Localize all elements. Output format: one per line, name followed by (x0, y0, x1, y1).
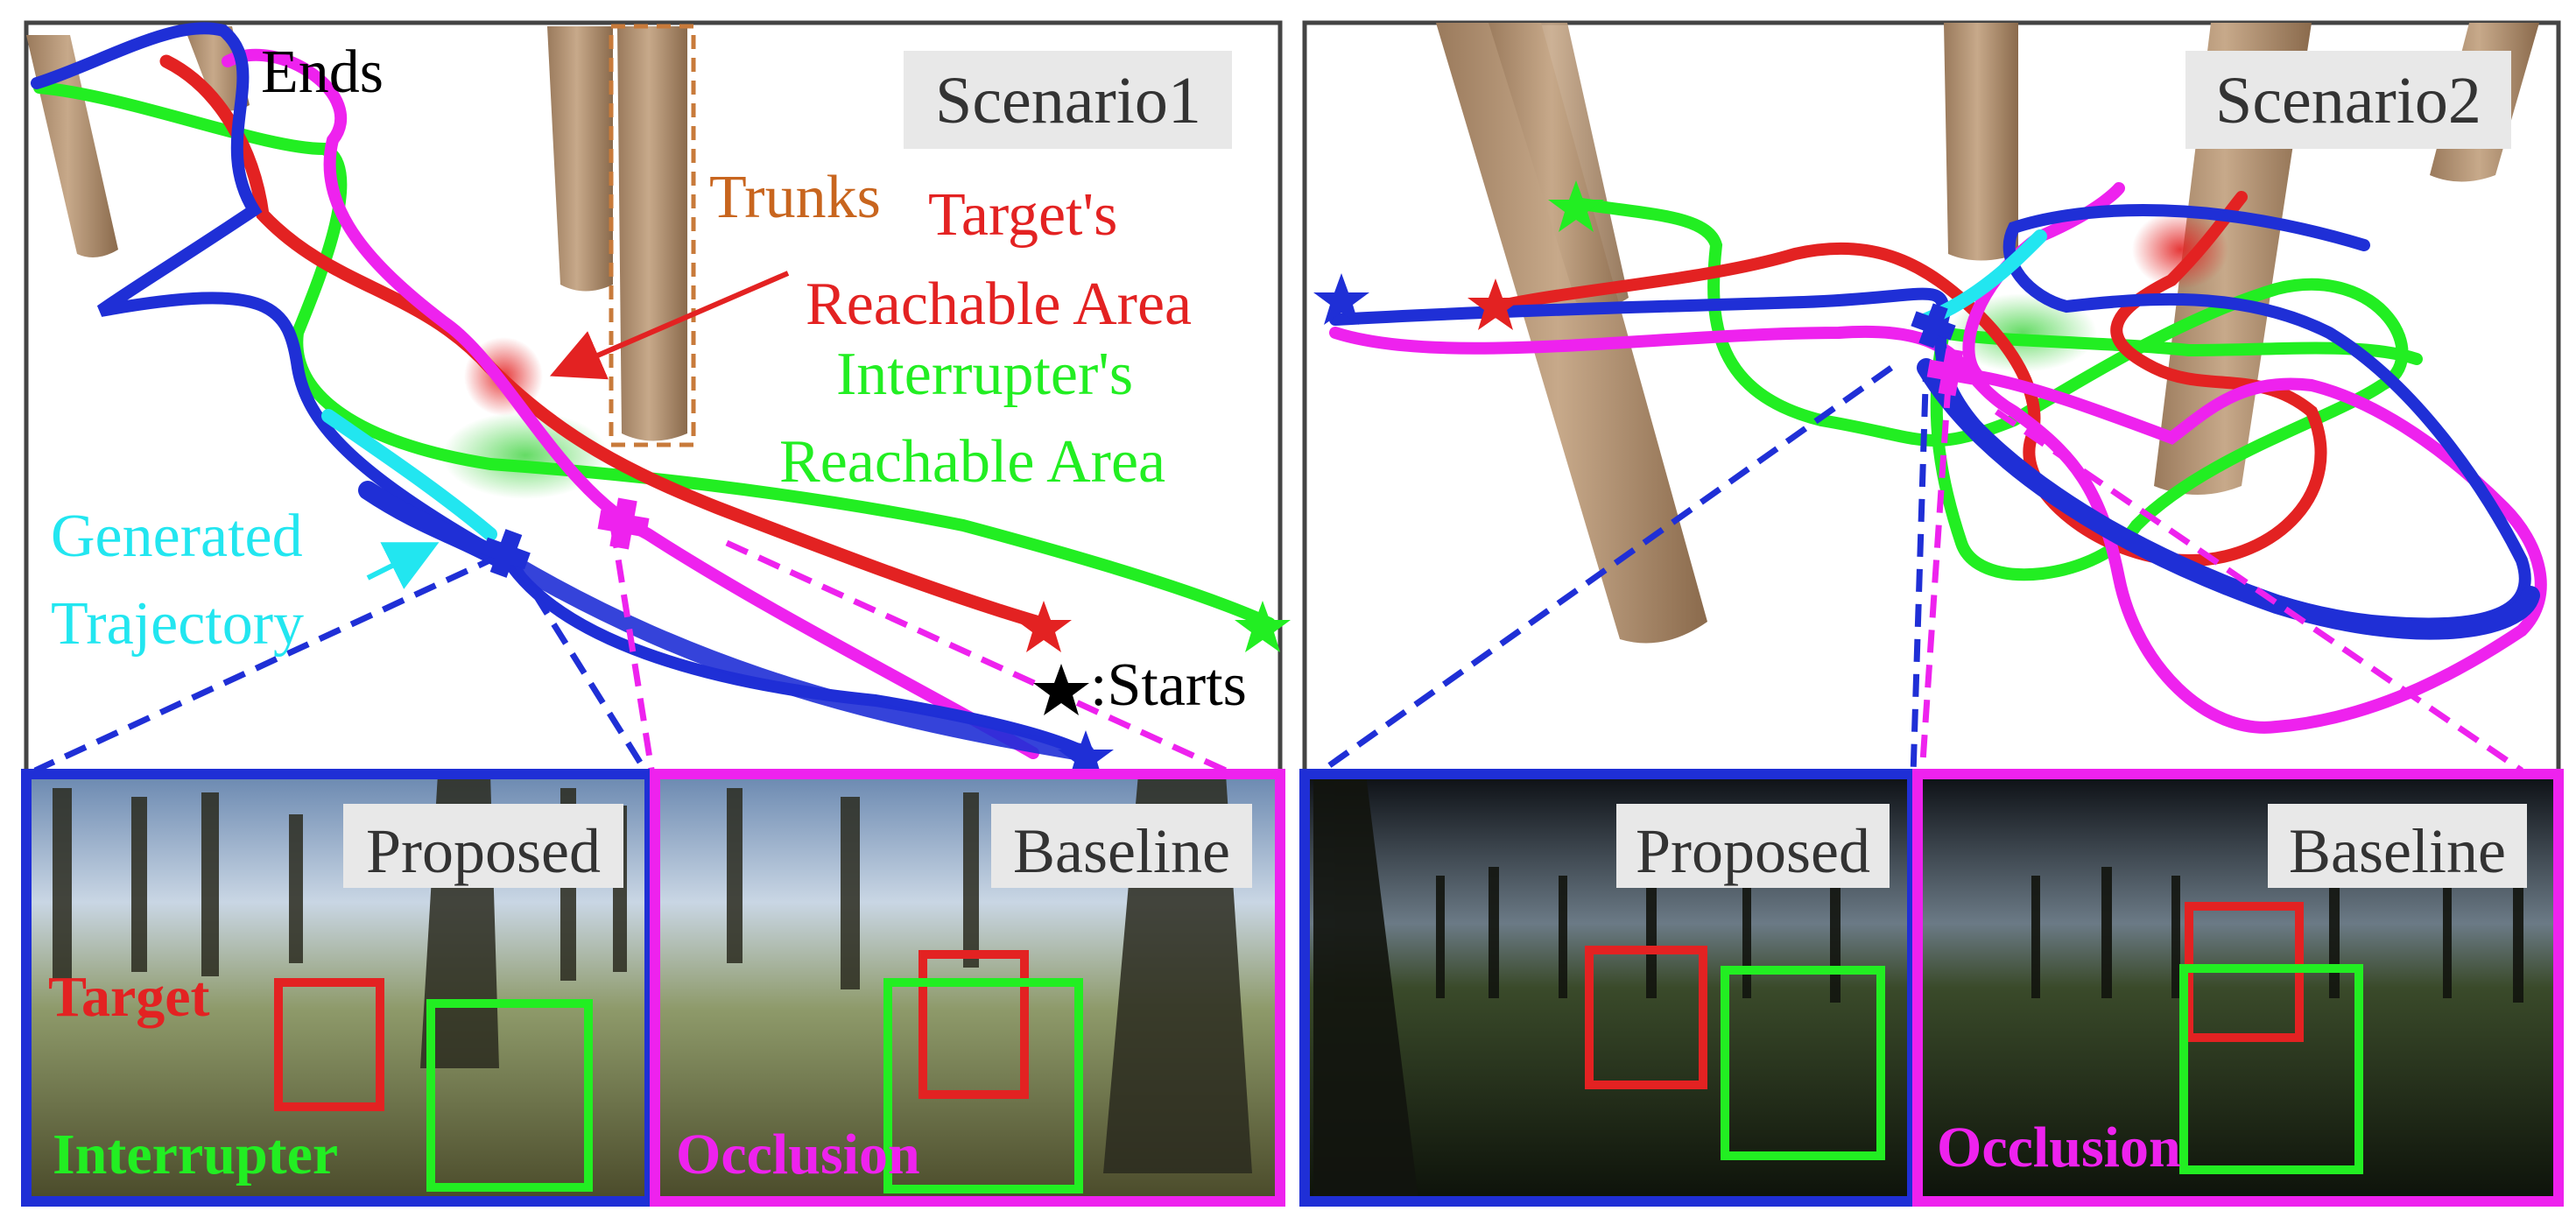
scenario1-panel: Scenario1 Ends Trunks Target's Reachable… (21, 20, 1291, 1207)
proposed-projection-line (33, 553, 501, 774)
baseline-view-frame (650, 769, 1285, 1207)
baseline-marker-icon (597, 497, 650, 550)
interrupter-start-star-icon (1235, 601, 1291, 652)
baseline-marker-icon (1926, 348, 1975, 397)
generated-arrow (366, 542, 440, 589)
starts-label: :Starts (1090, 651, 1247, 719)
generated-label-line1: Generated (51, 503, 303, 570)
proposed-label: Proposed (1636, 816, 1870, 886)
target-area-label-line1: Target's (928, 181, 1117, 249)
occlusion-tag: Occlusion (1937, 1116, 2181, 1179)
interrupter-area-label-line1: Interrupter's (836, 341, 1133, 408)
proposed-projection-line (1320, 365, 1894, 773)
target-box (274, 978, 384, 1111)
proposed-projection-line (514, 563, 651, 777)
scenario2-title-bg (2185, 51, 2511, 149)
scenario2-panel: Scenario2 Proposed (1299, 20, 2564, 1207)
interrupter-box (2179, 964, 2363, 1174)
baseline-view-frame (1912, 769, 2564, 1207)
interrupter-reachable-area (1948, 293, 2097, 372)
interrupter-tag: Interrupter (53, 1123, 338, 1186)
target-tag: Target (48, 965, 210, 1029)
proposed-marker-icon (1911, 303, 1956, 348)
target-area-arrow (549, 271, 790, 380)
proposed-label-bg (343, 804, 623, 888)
baseline-projection-line (1918, 384, 1952, 776)
interrupter-area-label-line2: Reachable Area (779, 428, 1165, 496)
target-reachable-area (2132, 210, 2228, 289)
scenario2-title: Scenario2 (2215, 64, 2481, 137)
baseline-label-bg (991, 804, 1252, 888)
target-box (918, 950, 1029, 1099)
baseline-label: Baseline (1013, 816, 1230, 886)
proposed-marker-icon (482, 529, 531, 578)
trunks-label: Trunks (709, 164, 881, 231)
scenario1-title: Scenario1 (935, 64, 1201, 137)
baseline-projection-line (1995, 409, 2523, 773)
generated-trajectory (321, 409, 497, 541)
target-box (1585, 946, 1707, 1089)
baseline-projection-line (725, 539, 1228, 774)
tree-silhouettes (2031, 867, 2523, 1003)
ends-label: Ends (261, 39, 384, 106)
target-area-label-line2: Reachable Area (806, 271, 1192, 338)
baseline-projection-line (609, 524, 656, 776)
baseline-trajectory (222, 48, 1039, 759)
scenario2-proposed-view: Proposed (1299, 769, 1918, 1207)
interrupter-start-star-icon (1548, 180, 1604, 232)
target-start-star-icon (1467, 278, 1524, 330)
proposed-start-star-icon (1058, 730, 1114, 782)
interrupter-trajectory (33, 81, 1276, 630)
target-start-star-icon (1016, 601, 1072, 652)
scenario1-proposed-view: Proposed Target Interrupter (21, 769, 655, 1207)
interrupter-box (1721, 966, 1885, 1160)
proposed-label: Proposed (366, 816, 601, 886)
baseline-label: Baseline (2289, 816, 2506, 886)
scenario1-title-bg (904, 51, 1232, 149)
proposed-trajectory-tail (499, 552, 1094, 762)
scenario1-baseline-view: Baseline Occlusion (650, 769, 1285, 1207)
occlusion-tag: Occlusion (676, 1123, 920, 1186)
proposed-trajectory-thick (1917, 358, 2540, 640)
scenario2-baseline-view: Baseline Occlusion (1912, 769, 2564, 1207)
proposed-start-star-icon (1313, 273, 1369, 325)
start-legend-star-icon (1033, 664, 1089, 715)
generated-label-line2: Trajectory (51, 590, 304, 658)
proposed-label-bg (1616, 804, 1890, 888)
interrupter-box (883, 978, 1083, 1193)
interrupter-box (426, 999, 593, 1192)
baseline-label-bg (2268, 804, 2527, 888)
